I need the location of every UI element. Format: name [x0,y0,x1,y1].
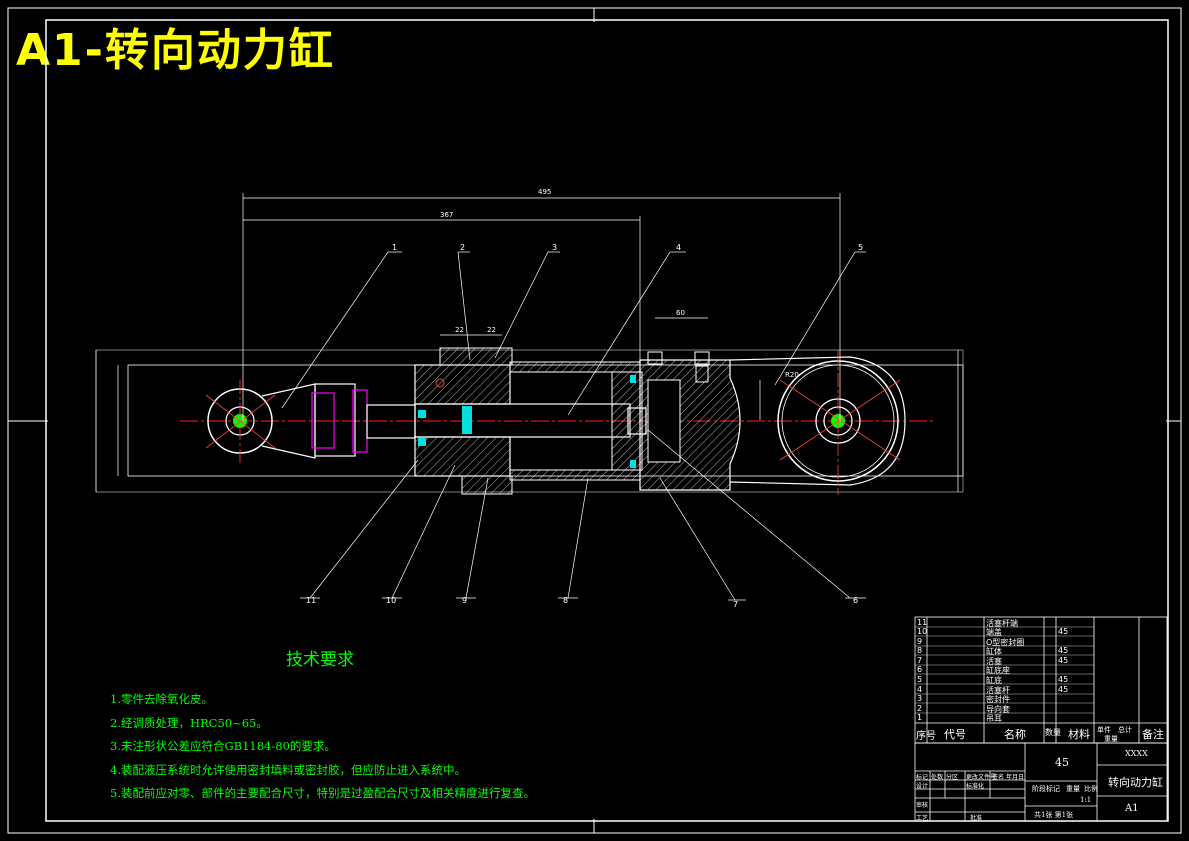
dim-stroke: 367 [440,211,453,219]
bom-no: 6 [917,665,923,674]
piston [611,371,647,471]
bom-header-remark: 备注 [1142,728,1164,741]
bom-name: 吊耳 [986,714,1002,723]
tb-approve: 批准 [970,815,983,822]
bom-no: 5 [917,675,923,684]
bom-no: 7 [917,656,923,665]
bom-grid [914,616,1168,744]
balloon-5: 5 [858,243,863,252]
tb-drawing-code: XXXX [1125,749,1148,758]
bom-name: 活塞杆端 [986,619,1018,628]
bom-name: 缸体 [986,647,1002,656]
bom-no: 4 [917,685,923,694]
dim-cap-a: 22 [455,326,464,334]
tech-item-5: 5.装配前应对零、部件的主要配合尺寸，特别是过盈配合尺寸及相关精度进行复查。 [110,786,535,800]
bom-mat: 45 [1058,685,1069,694]
bom-name: 密封件 [986,695,1010,704]
bom-header-w2: 总计 [1118,726,1132,734]
bom-mat: 45 [1058,646,1069,655]
tb-ratio: 比例 [1084,785,1098,793]
drawing-title: A1-转向动力缸 [16,25,335,76]
balloon-texts: 1 2 3 4 5 11 10 9 8 7 6 [306,243,863,609]
tb-scale: 1:1 [1080,796,1092,804]
balloon-1: 1 [392,243,397,252]
bom-header-weight: 重量 [1104,735,1118,743]
bom-mat: 45 [1058,656,1069,665]
bom-header-name: 名称 [1004,728,1026,741]
tb-standardization: 标准化 [966,783,985,790]
dimensions [95,193,959,492]
tech-item-3: 3.未注形状公差应符合GB1184-80的要求。 [110,739,336,753]
balloon-10: 10 [386,596,396,605]
tech-item-1: 1.零件去除氧化皮。 [110,692,213,706]
balloon-4: 4 [676,243,681,252]
tb-weight: 重量 [1066,785,1080,793]
bom-no: 2 [917,704,923,713]
tech-item-4: 4.装配液压系统时允许使用密封填料或密封胶，但应防止进入系统中。 [110,762,466,777]
dim-r20: R20 [785,371,799,379]
tb-stage: 阶段标记 [1032,785,1060,793]
bom-no: 11 [917,618,928,627]
balloon-7: 7 [733,600,738,609]
tb-part-name: 转向动力缸 [1108,776,1163,789]
balloon-3: 3 [552,243,557,252]
bom-name: 活塞杆 [986,686,1010,695]
bom-mat: 45 [1058,627,1069,636]
tb-change-doc: 更改文件号 [966,774,997,781]
tb-date: 年月日 [1006,774,1025,781]
tb-design: 设计 [916,783,929,790]
bom-no: 1 [917,713,923,722]
bom-name: 缸底座 [986,666,1010,675]
bom-name: 缸底 [986,676,1002,685]
balloon-6: 6 [853,596,858,605]
tb-sheet-count: 共1张 第1张 [1034,811,1074,819]
centering-marks [8,8,1181,833]
bom-no: 10 [917,627,928,636]
balloon-2: 2 [460,243,465,252]
technical-requirements: 技术要求 1.零件去除氧化皮。 2.经调质处理，HRC50~65。 3.未注形状… [110,645,535,806]
bom-mat: 45 [1058,675,1069,684]
tb-count: 处数 [931,774,944,781]
bom-header-qty: 数量 [1045,728,1061,737]
bom-name: 活塞 [986,657,1002,666]
tech-item-2: 2.经调质处理，HRC50~65。 [110,715,268,730]
bom-name: O型密封圈 [986,638,1025,647]
leaders [281,251,866,601]
balloon-11: 11 [306,596,316,605]
tb-check: 审核 [916,802,929,809]
bom-header-mat: 材料 [1068,728,1090,741]
tb-zone: 分区 [946,774,959,781]
bom-no: 9 [917,637,923,646]
bom-no: 3 [917,694,923,703]
bom-name: 导向套 [986,705,1010,714]
bom-header-w1: 单件 [1097,726,1111,734]
bom-row-lines [915,626,1094,714]
tb-process: 工艺 [916,815,929,822]
balloon-9: 9 [462,596,467,605]
dim-overall: 495 [538,188,551,196]
rear-head [639,351,741,491]
dimension-texts: 495 367 22 22 60 R20 [440,188,799,379]
dim-head: 60 [676,309,685,317]
tb-material: 45 [1055,756,1069,769]
tb-mark: 标记 [916,774,929,781]
right-eye-part [239,350,906,495]
bom-header-no: 序号 [916,731,936,742]
balloon-8: 8 [563,596,568,605]
bom-name: 端盖 [986,628,1002,637]
dim-cap-b: 22 [487,326,496,334]
tech-heading: 技术要求 [286,650,354,670]
bom-header-code: 代号 [944,728,966,741]
tb-signature: 签名 [992,774,1005,781]
title-block-grid [914,742,1168,822]
tb-sheet-size: A1 [1125,803,1139,814]
bom-no: 8 [917,646,923,655]
